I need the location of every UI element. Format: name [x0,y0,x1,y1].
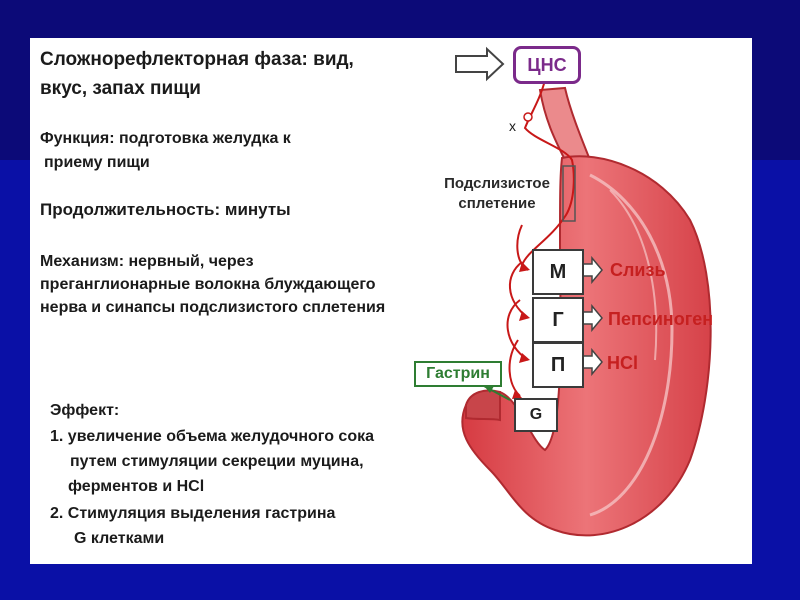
effect-line-4: 2. Стимуляция выделения гастрина [50,505,336,522]
cell-chief: Г [532,297,584,343]
output-hcl: HCl [607,353,638,373]
duodenum-shape [465,389,501,422]
duration-text: Продолжительность: минуты [40,200,291,219]
vagus-cut-mark: х [509,118,516,134]
plexus-label-line-2: сплетение [458,195,536,212]
heading-line-1: Сложнорефлекторная фаза: вид, [40,49,354,70]
cell-g: G [514,398,558,432]
esophagus-shape [538,86,592,161]
plexus-label-line-1: Подслизистое [444,175,550,192]
heading-line-2: вкус, запах пищи [40,78,201,99]
mechanism-line-2: преганглионарные волокна блуждающего [40,276,376,293]
function-line-2: приему пищи [44,154,150,171]
output-mucus: Слизь [610,260,666,280]
stomach-shape [461,155,712,537]
mechanism-line-1: Механизм: нервный, через [40,253,254,270]
cns-label: ЦНС [513,46,581,84]
output-pepsinogen: Пепсиноген [608,309,714,329]
effect-line-1: 1. увеличение объема желудочного сока [50,428,374,445]
cell-mucous: М [532,249,584,295]
effect-line-3: ферментов и HCl [68,478,205,495]
arrow-to-cns [455,46,505,82]
mechanism-line-3: нерва и синапсы подслизистого сплетения [40,299,386,316]
effect-line-2: путем стимуляции секреции муцина, [70,453,364,470]
function-line-1: Функция: подготовка желудка к [40,130,291,147]
cell-parietal: П [532,342,584,388]
effect-title: Эффект: [50,402,120,419]
gastrin-label: Гастрин [414,361,502,387]
effect-line-5: G клетками [74,530,165,547]
